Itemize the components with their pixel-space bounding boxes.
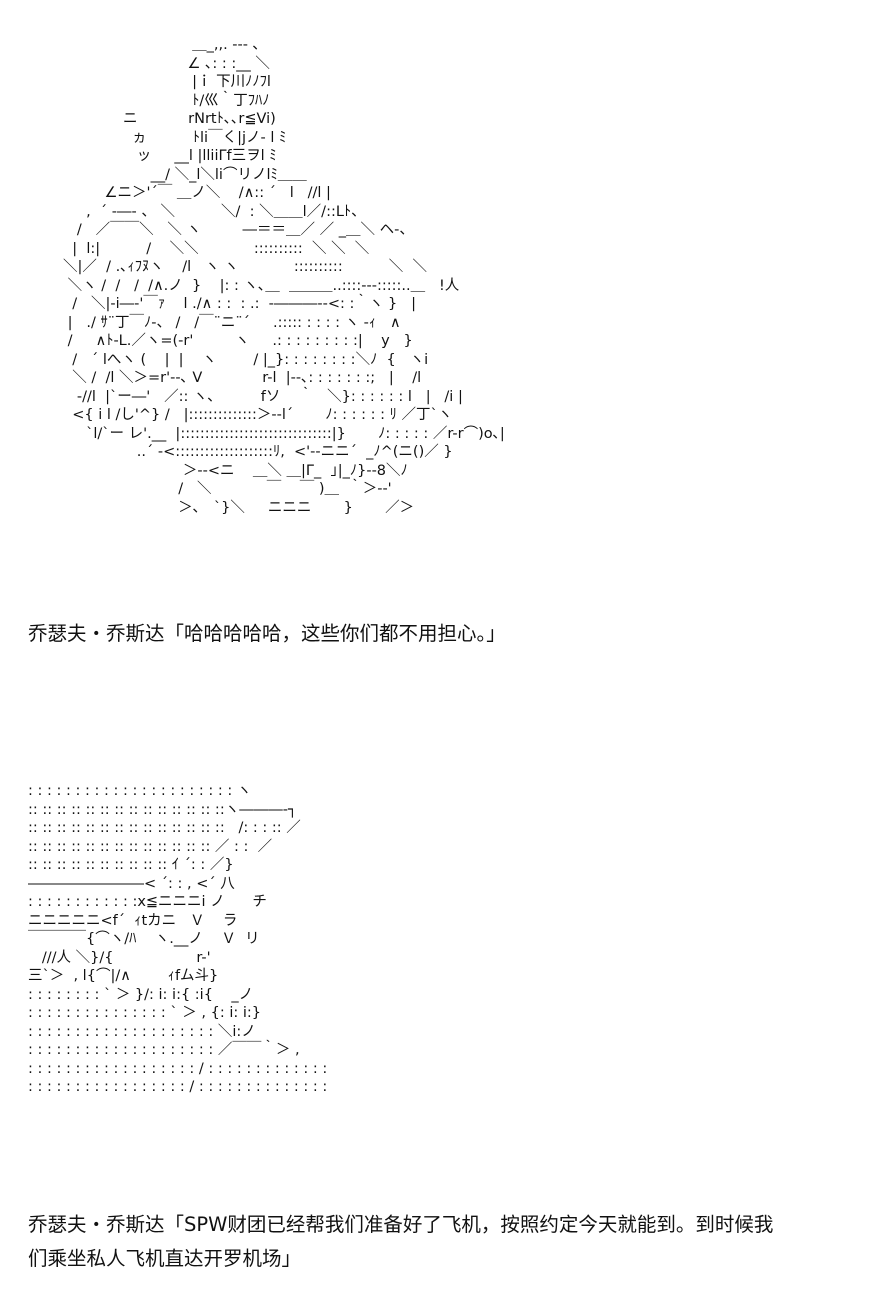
ascii-art-joseph-closeup: : : : : : : : : : : : : : : : : : : : : … <box>28 783 328 1095</box>
ascii-art-joseph-laughing: ＿_,,. -‐- ､ ∠ ､: : :__ ＼ |ｉ 下川ﾉﾉﾌl ﾄ/巛｀丁… <box>63 37 505 516</box>
dialogue-caption: 乔瑟夫・乔斯达「SPW财团已经帮我们准备好了飞机，按照约定今天就能到。到时候我们… <box>28 1213 774 1270</box>
dialogue-caption: 乔瑟夫・乔斯达「哈哈哈哈哈，这些你们都不用担心。」 <box>28 622 506 645</box>
